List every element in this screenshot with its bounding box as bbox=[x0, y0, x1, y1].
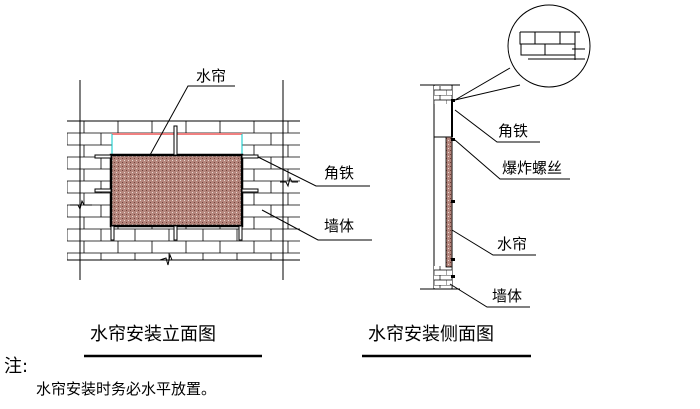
break-line-right bbox=[280, 176, 298, 188]
elevation-view: 水帘 角铁 墙体 水帘安装立面图 bbox=[67, 67, 372, 358]
leader-side-angle-iron bbox=[454, 109, 540, 143]
side-label-curtain: 水帘 bbox=[497, 235, 527, 253]
side-label-expansion-bolt: 爆炸螺丝 bbox=[502, 159, 562, 177]
label-wall: 墙体 bbox=[324, 217, 354, 235]
angle-irons bbox=[94, 125, 259, 241]
wall-bricks-bottom bbox=[434, 266, 452, 288]
label-curtain: 水帘 bbox=[196, 67, 226, 85]
detail-callout-circle bbox=[507, 4, 591, 88]
leader-side-curtain bbox=[451, 229, 536, 256]
wall-bricks-top bbox=[434, 86, 452, 104]
note-heading: 注: bbox=[4, 356, 28, 377]
note-text: 水帘安装时务必水平放置。 bbox=[36, 380, 216, 398]
break-line-bottom bbox=[159, 253, 173, 266]
expansion-bolts bbox=[451, 99, 455, 278]
leader-wall bbox=[261, 209, 372, 241]
side-title: 水帘安装侧面图 bbox=[368, 324, 494, 345]
leader-bolt bbox=[454, 139, 570, 180]
side-label-angle-iron: 角铁 bbox=[498, 122, 528, 140]
break-line-left bbox=[70, 199, 92, 211]
water-curtain-panel bbox=[109, 153, 244, 228]
side-label-wall: 墙体 bbox=[492, 287, 522, 305]
side-view: 角铁 爆炸螺丝 水帘 墙体 水帘安装侧面图 bbox=[362, 4, 591, 358]
detail-bricks bbox=[519, 31, 585, 60]
label-angle-iron: 角铁 bbox=[324, 164, 354, 182]
leader-angle-iron bbox=[257, 156, 370, 187]
leader-curtain bbox=[149, 85, 235, 156]
leader-side-wall bbox=[449, 283, 530, 308]
elevation-title: 水帘安装立面图 bbox=[90, 324, 216, 345]
